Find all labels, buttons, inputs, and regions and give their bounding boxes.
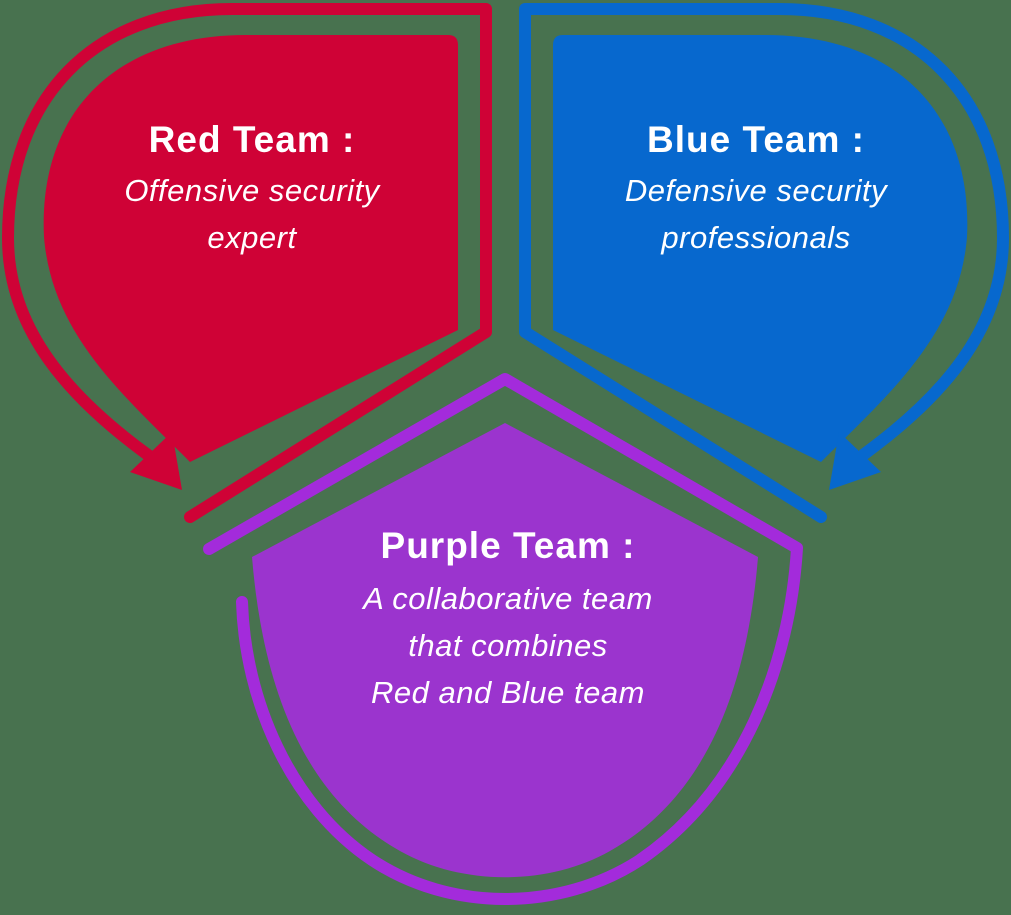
purple-team-description-line3: Red and Blue team xyxy=(371,675,645,710)
purple-team-description: A collaborative team that combines Red a… xyxy=(288,575,728,716)
purple-team-description-line2: that combines xyxy=(408,628,608,663)
purple-team-shape xyxy=(252,423,758,878)
blue-team-shape xyxy=(553,35,968,462)
purple-team-label: Purple Team : A collaborative team that … xyxy=(288,525,728,716)
red-outline-arrow xyxy=(2,3,492,523)
purple-outline xyxy=(203,373,803,905)
blue-team-description: Defensive security professionals xyxy=(556,167,956,261)
red-team-description: Offensive security expert xyxy=(52,167,452,261)
blue-arrowhead-icon xyxy=(829,432,881,490)
red-team-title: Red Team : xyxy=(148,119,356,160)
red-team-description-line1: Offensive security xyxy=(124,173,380,208)
purple-team-title: Purple Team : xyxy=(380,525,636,566)
purple-team-description-line1: A collaborative team xyxy=(363,581,653,616)
red-team-shape xyxy=(43,35,459,462)
blue-team-label: Blue Team : Defensive security professio… xyxy=(556,119,956,261)
blue-outline-arrow xyxy=(519,3,1009,523)
blue-team-description-line1: Defensive security xyxy=(624,173,888,208)
blue-team-description-line2: professionals xyxy=(661,220,851,255)
blue-team-title: Blue Team : xyxy=(647,119,865,160)
red-team-label: Red Team : Offensive security expert xyxy=(52,119,452,261)
red-team-description-line2: expert xyxy=(207,220,297,255)
red-arrowhead-icon xyxy=(130,432,182,490)
